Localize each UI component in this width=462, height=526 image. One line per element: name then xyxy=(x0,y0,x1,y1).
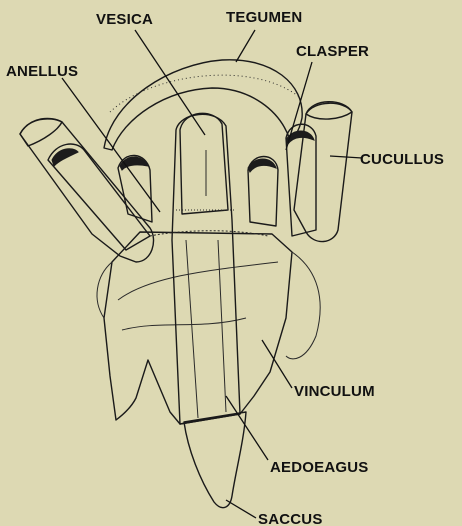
label-vesica: VESICA xyxy=(96,11,153,28)
right-clasper xyxy=(248,102,352,242)
tegumen-structure xyxy=(104,60,302,150)
label-tegumen: TEGUMEN xyxy=(226,9,302,26)
left-clasper xyxy=(20,118,154,262)
saccus-structure xyxy=(184,412,246,508)
vinculum-body xyxy=(104,231,292,424)
label-aedoeagus: AEDOEAGUS xyxy=(270,459,368,476)
leader-vesica xyxy=(135,30,205,135)
label-anellus: ANELLUS xyxy=(6,63,78,80)
label-clasper: CLASPER xyxy=(296,43,369,60)
label-vinculum: VINCULUM xyxy=(294,383,375,400)
vesica-structure xyxy=(176,113,236,214)
labels: VESICA TEGUMEN CLASPER ANELLUS CUCULLUS … xyxy=(6,9,444,526)
leader-tegumen xyxy=(236,30,255,62)
label-cucullus: CUCULLUS xyxy=(360,151,444,168)
label-saccus: SACCUS xyxy=(258,511,323,526)
leader-saccus xyxy=(226,500,256,518)
